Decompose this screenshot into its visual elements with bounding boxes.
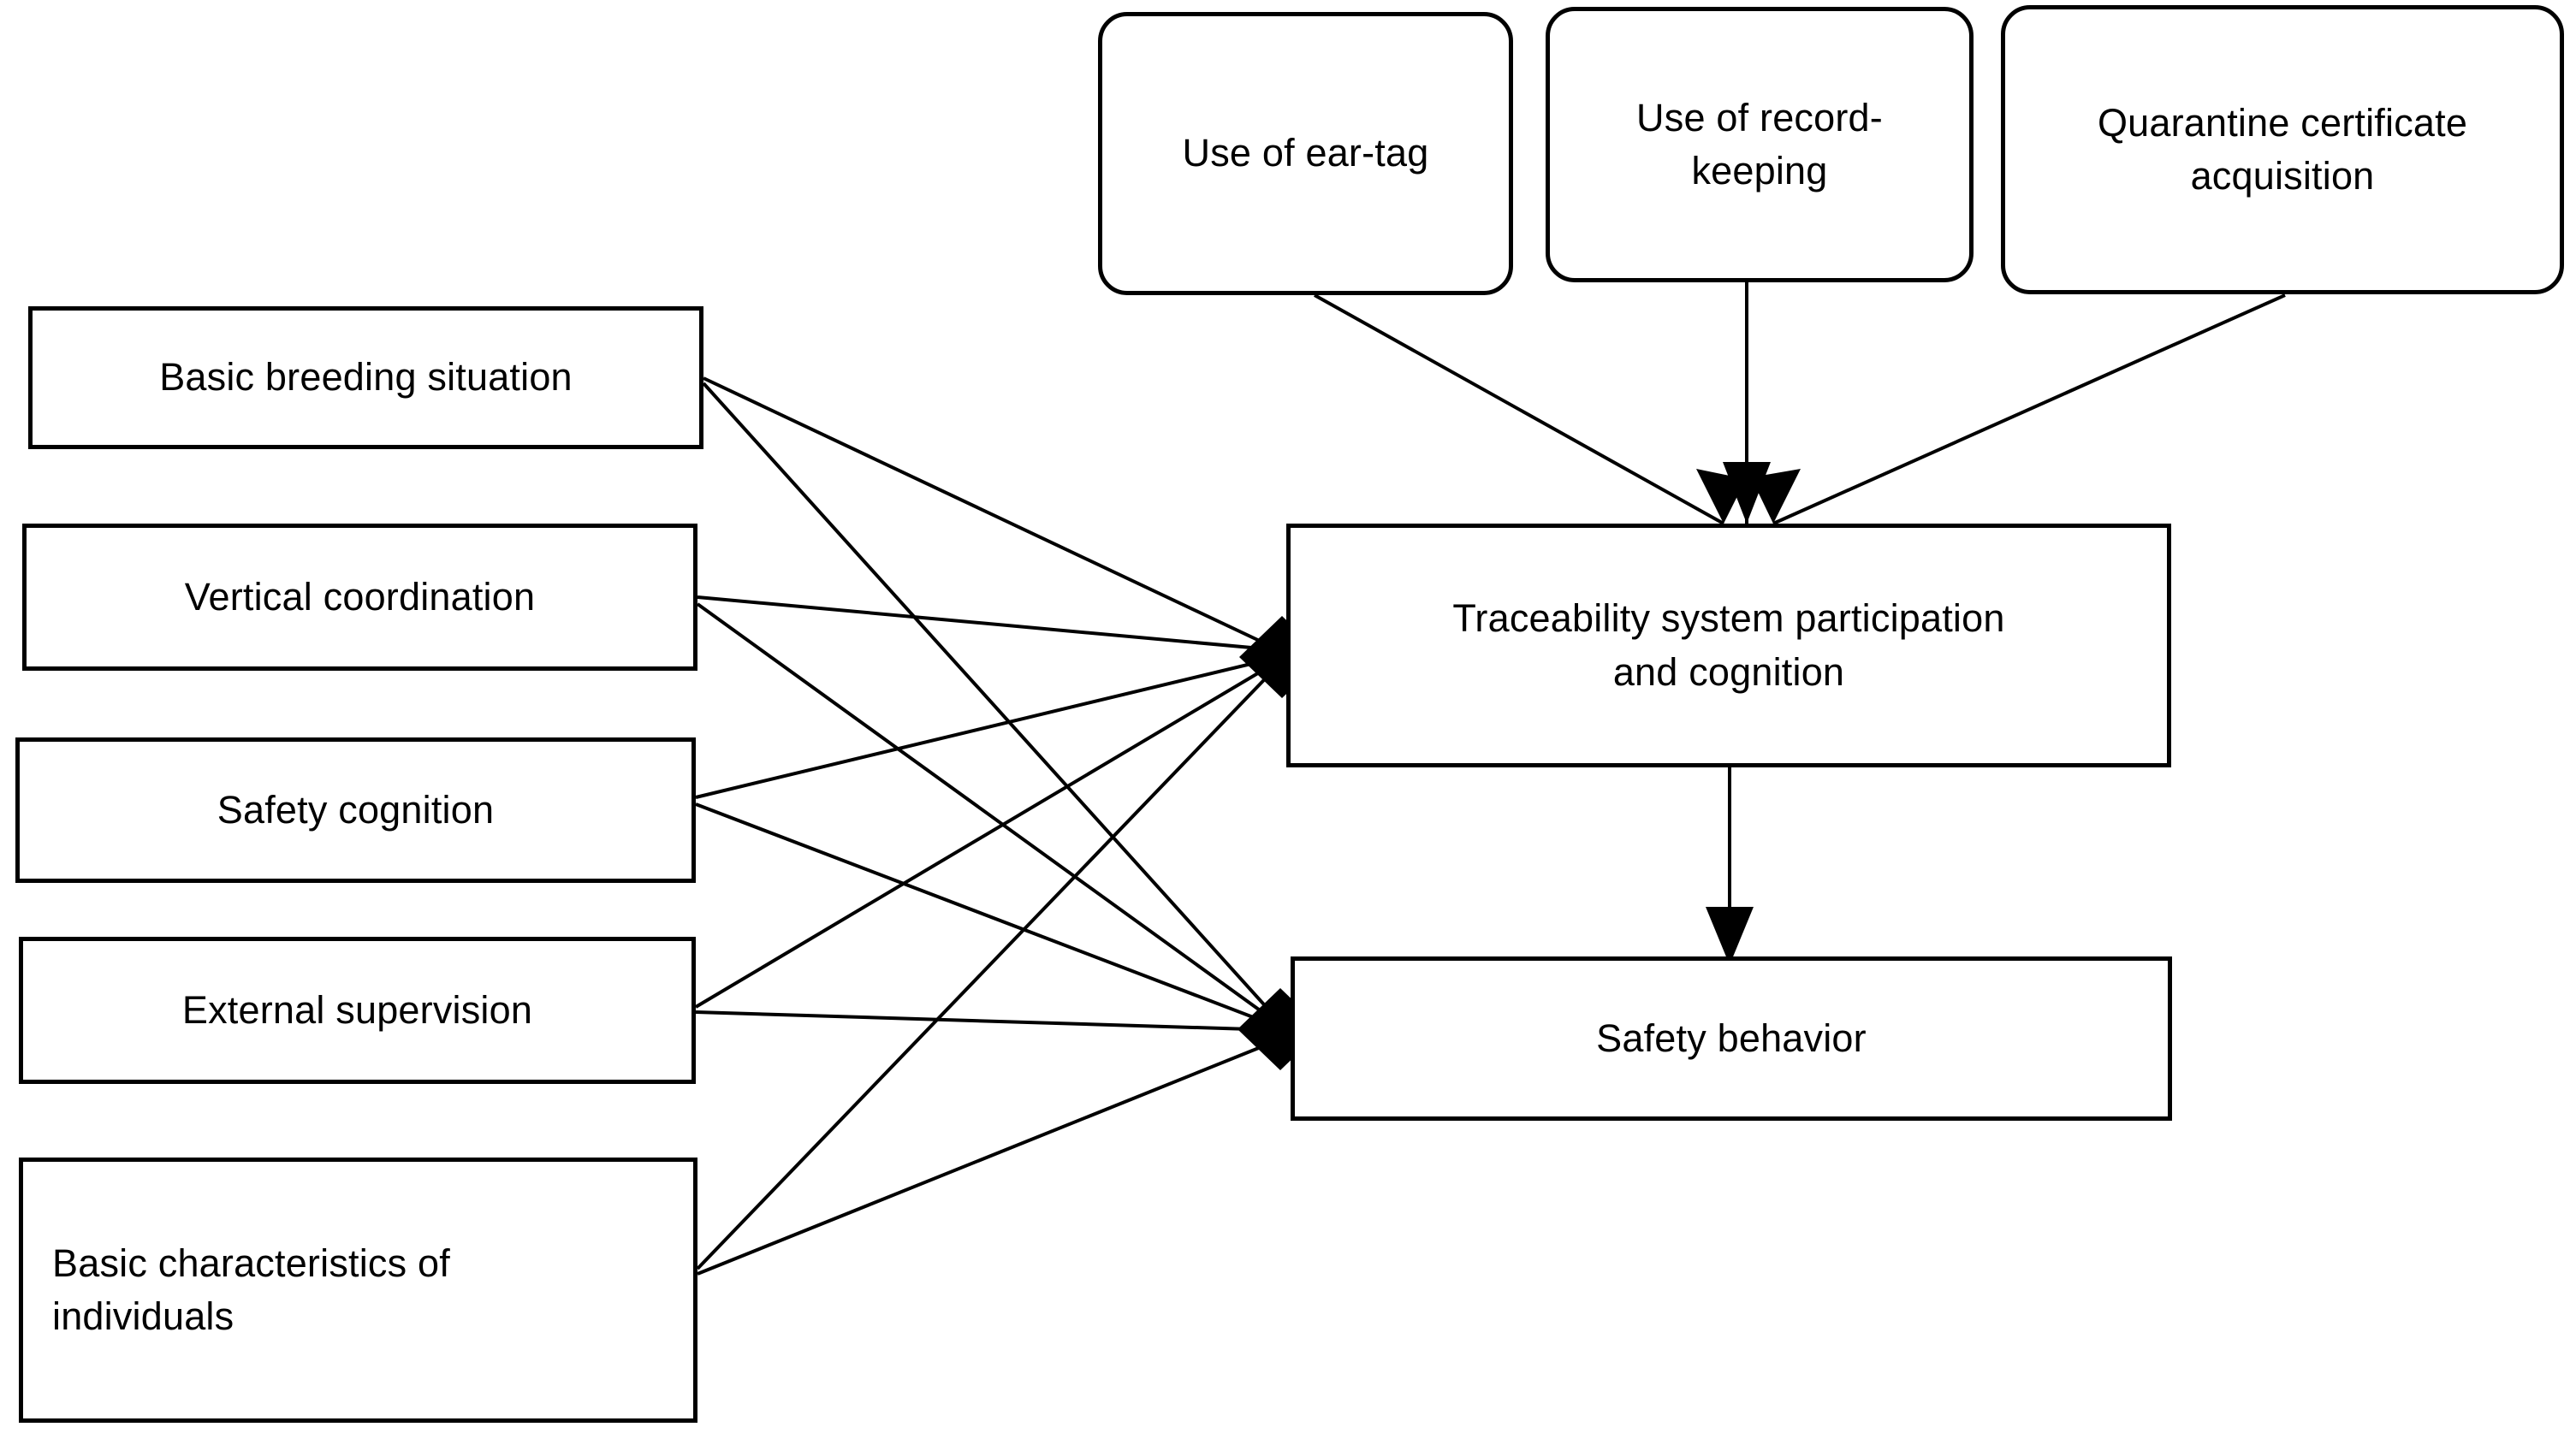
node-label-basic-breeding-situation: Basic breeding situation <box>159 355 573 400</box>
node-label-vertical-coordination: Vertical coordination <box>184 574 536 619</box>
edge-vertical-to-safety-behavior <box>696 602 1279 1025</box>
node-label-traceability-system-participation-and-cognition: Traceability system participation and co… <box>1452 596 2005 694</box>
node-traceability-system-participation-and-cognition[interactable]: Traceability system participation and co… <box>1286 524 2171 767</box>
edge-breeding-to-safety-behavior <box>702 382 1279 1021</box>
edge-safety-cognition-to-safety-behavior <box>695 802 1279 1028</box>
edge-ear-tag-to-traceability <box>1314 293 1724 525</box>
arrowhead-ear-tag <box>1696 469 1746 524</box>
edge-vertical-to-traceability <box>697 595 1280 652</box>
node-label-safety-cognition: Safety cognition <box>217 787 495 832</box>
edge-safety-cognition-to-traceability <box>695 655 1280 799</box>
node-basic-characteristics-of-individuals[interactable]: Basic characteristics of individuals <box>19 1158 697 1423</box>
node-label-safety-behavior: Safety behavior <box>1596 1016 1867 1060</box>
node-use-of-record-keeping[interactable]: Use of record- keeping <box>1546 7 1974 282</box>
edge-individuals-to-traceability <box>696 662 1281 1270</box>
node-vertical-coordination[interactable]: Vertical coordination <box>22 524 697 671</box>
arrowhead-record-keeping <box>1723 462 1771 524</box>
node-label-external-supervision: External supervision <box>181 987 533 1032</box>
node-label-use-of-ear-tag: Use of ear-tag <box>1182 131 1429 175</box>
edge-quarantine-to-traceability <box>1772 293 2286 525</box>
node-label-use-of-record-keeping: Use of record- keeping <box>1636 95 1883 192</box>
node-safety-cognition[interactable]: Safety cognition <box>15 737 696 883</box>
node-external-supervision[interactable]: External supervision <box>19 937 696 1084</box>
node-safety-behavior[interactable]: Safety behavior <box>1291 956 2172 1121</box>
node-quarantine-certificate-acquisition[interactable]: Quarantine certificate acquisition <box>2001 5 2564 294</box>
edge-external-to-traceability <box>694 659 1281 1009</box>
edge-external-to-safety-behavior <box>695 1010 1279 1032</box>
node-label-basic-characteristics-of-individuals: Basic characteristics of individuals <box>52 1241 450 1338</box>
arrowhead-quarantine <box>1751 469 1801 524</box>
node-label-quarantine-certificate-acquisition: Quarantine certificate acquisition <box>2097 100 2468 198</box>
edge-individuals-to-safety-behavior <box>697 1039 1279 1276</box>
node-use-of-ear-tag[interactable]: Use of ear-tag <box>1098 12 1513 295</box>
node-basic-breeding-situation[interactable]: Basic breeding situation <box>28 306 703 449</box>
edge-breeding-to-traceability <box>703 376 1280 652</box>
